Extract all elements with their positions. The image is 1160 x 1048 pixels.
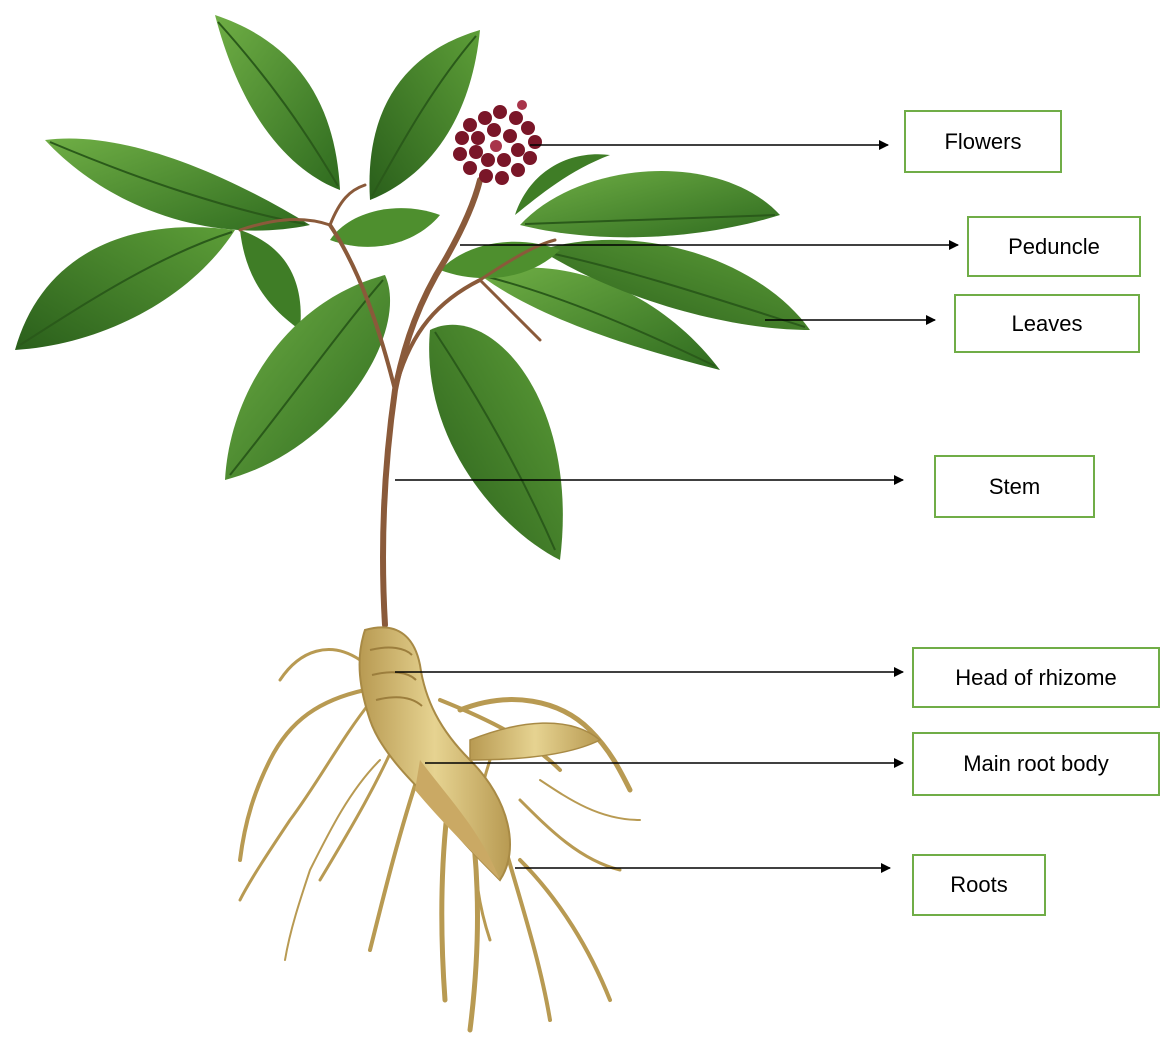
leaf <box>15 227 235 350</box>
label-main-root-body: Main root body <box>912 732 1160 796</box>
leaf <box>429 325 563 560</box>
label-peduncle: Peduncle <box>967 216 1141 277</box>
leaf <box>215 15 340 190</box>
leaves <box>15 15 810 560</box>
label-roots: Roots <box>912 854 1046 916</box>
leaf <box>240 230 301 330</box>
leaf <box>45 138 310 230</box>
label-stem: Stem <box>934 455 1095 518</box>
label-flowers: Flowers <box>904 110 1062 173</box>
leaf <box>225 275 390 480</box>
berry-cluster <box>453 100 542 185</box>
leaf <box>369 30 480 200</box>
label-leaves: Leaves <box>954 294 1140 353</box>
leaf <box>330 208 440 247</box>
roots <box>240 650 640 1030</box>
label-head-of-rhizome: Head of rhizome <box>912 647 1160 708</box>
